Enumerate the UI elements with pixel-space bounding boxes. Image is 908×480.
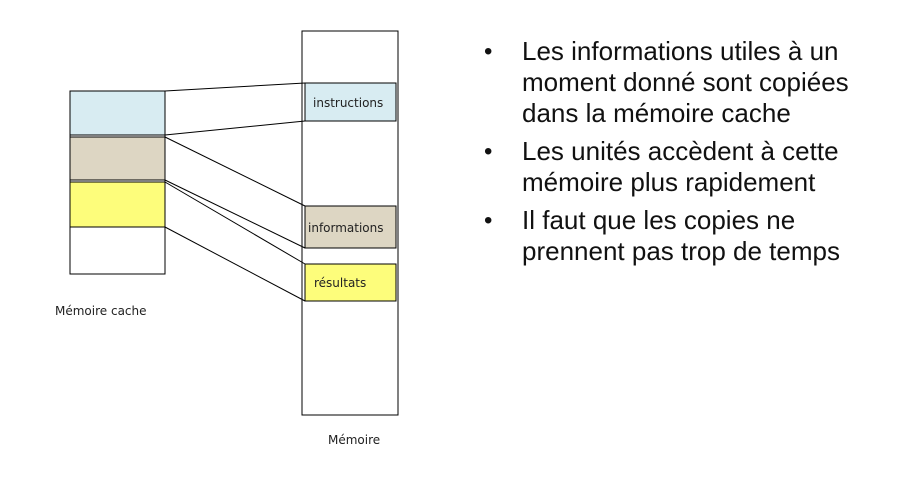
memory-label: Mémoire [328,433,381,447]
mapping-lines [164,82,306,302]
cache-slot-resultats [69,181,166,228]
mapping-line [164,181,306,265]
bullet-item: • Les unités accèdent à cette mémoire pl… [476,136,896,198]
memory-block: instructions informations résultats [301,30,399,416]
mapping-line [164,179,306,249]
memory-segment-informations [304,205,397,249]
cache-slot-informations [69,136,166,181]
bullet-item: • Il faut que les copies ne prennent pas… [476,205,896,267]
bullet-dot-icon: • [484,207,493,234]
memory-segment-resultats [304,263,397,302]
bullet-item: • Les informations utiles à un moment do… [476,36,896,129]
cache-memory-diagram: instructions informations résultats [69,30,399,416]
mapping-line [164,226,306,302]
cache-block [69,90,166,275]
cache-slot-instructions [69,90,166,136]
mapping-line [164,82,306,92]
bullet-text: Il faut que les copies ne prennent pas t… [522,205,840,266]
cache-label: Mémoire cache [55,304,147,318]
bullet-list: • Les informations utiles à un moment do… [476,36,896,274]
memory-segment-resultats-label: résultats [314,276,366,290]
mapping-line [164,136,306,207]
memory-segment-informations-label: informations [308,221,384,235]
bullet-text: Les unités accèdent à cette mémoire plus… [522,136,839,197]
bullet-text: Les informations utiles à un moment donn… [522,36,849,128]
bullet-dot-icon: • [484,138,493,165]
memory-segment-instructions-label: instructions [313,96,383,110]
mapping-line [164,120,306,136]
bullet-dot-icon: • [484,38,493,65]
memory-segment-instructions [304,82,397,122]
